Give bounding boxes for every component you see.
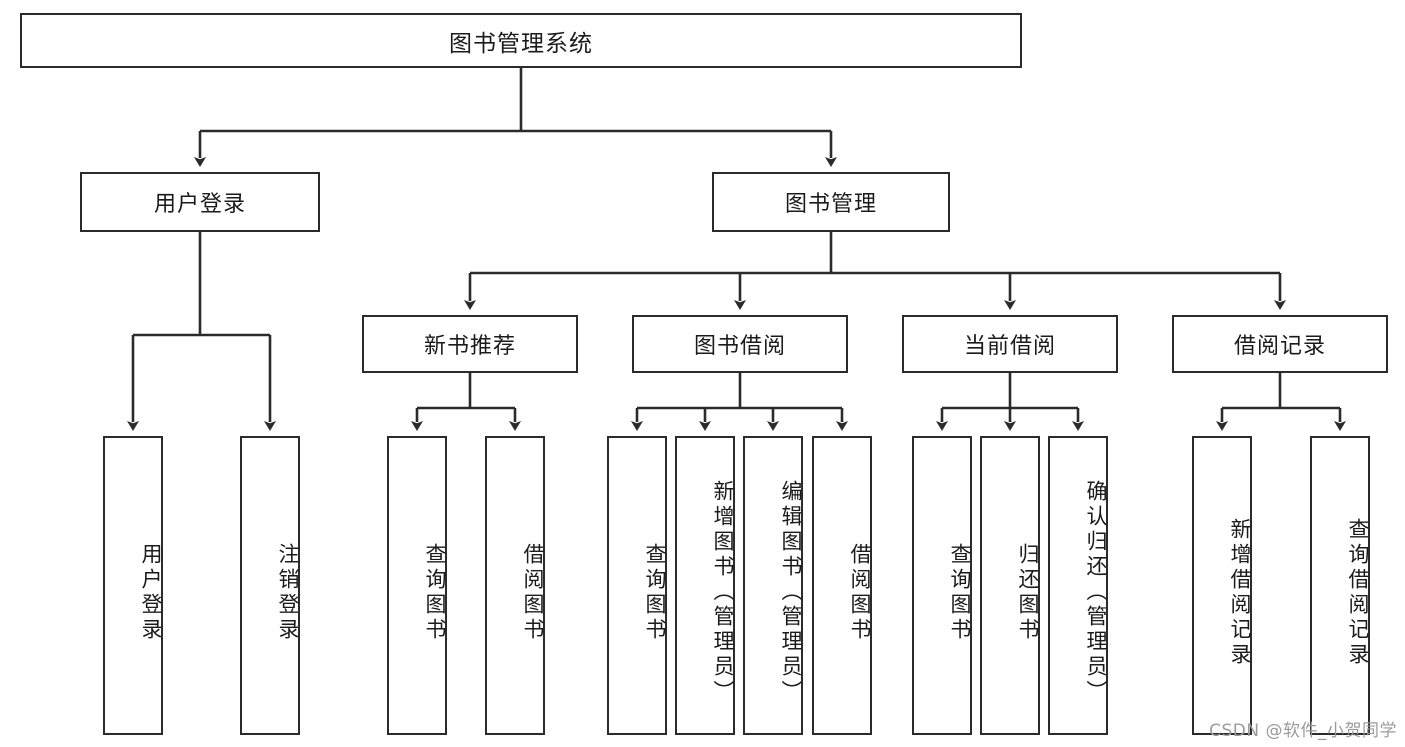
node-label: 查询图书 bbox=[948, 542, 972, 643]
leaf-book-borrow-add[interactable]: 新增图书（管理员） bbox=[675, 436, 735, 735]
node-label: 查询借阅记录 bbox=[1346, 517, 1370, 668]
node-label: 编辑图书（管理员） bbox=[779, 480, 803, 705]
leaf-current-borrow-return[interactable]: 归还图书 bbox=[980, 436, 1040, 735]
leaf-book-borrow-query[interactable]: 查询图书 bbox=[607, 436, 667, 735]
node-label: 图书管理 bbox=[784, 192, 877, 217]
leaf-new-book-query[interactable]: 查询图书 bbox=[387, 436, 447, 735]
node-label: 查询图书 bbox=[643, 542, 667, 643]
node-label: 用户登录 bbox=[139, 542, 163, 643]
node-label: 借阅图书 bbox=[848, 542, 872, 643]
node-borrow-record[interactable]: 借阅记录 bbox=[1172, 315, 1388, 373]
node-label: 注销登录 bbox=[276, 542, 300, 643]
node-label: 当前借阅 bbox=[963, 334, 1056, 359]
node-current-borrow[interactable]: 当前借阅 bbox=[902, 315, 1118, 373]
node-label: 新增借阅记录 bbox=[1228, 517, 1252, 668]
leaf-book-borrow-borrow[interactable]: 借阅图书 bbox=[812, 436, 872, 735]
node-label: 新增图书（管理员） bbox=[711, 480, 735, 705]
node-label: 用户登录 bbox=[153, 192, 246, 217]
leaf-user-login-signin[interactable]: 用户登录 bbox=[103, 436, 163, 735]
node-label: 图书借阅 bbox=[693, 334, 786, 359]
node-label: 借阅图书 bbox=[521, 542, 545, 643]
leaf-current-borrow-query[interactable]: 查询图书 bbox=[912, 436, 972, 735]
node-label: 归还图书 bbox=[1016, 542, 1040, 643]
leaf-book-borrow-edit[interactable]: 编辑图书（管理员） bbox=[743, 436, 803, 735]
leaf-current-borrow-confirm-return[interactable]: 确认归还（管理员） bbox=[1048, 436, 1108, 735]
node-label: 图书管理系统 bbox=[449, 30, 593, 57]
node-new-book-recommend[interactable]: 新书推荐 bbox=[362, 315, 578, 373]
node-label: 确认归还（管理员） bbox=[1084, 480, 1108, 705]
node-label: 查询图书 bbox=[423, 542, 447, 643]
leaf-user-login-signout[interactable]: 注销登录 bbox=[240, 436, 300, 735]
node-label: 新书推荐 bbox=[423, 334, 516, 359]
node-user-login[interactable]: 用户登录 bbox=[80, 172, 320, 232]
node-label: 借阅记录 bbox=[1233, 334, 1326, 359]
node-book-borrow[interactable]: 图书借阅 bbox=[632, 315, 848, 373]
leaf-borrow-record-query[interactable]: 查询借阅记录 bbox=[1310, 436, 1370, 735]
node-book-management[interactable]: 图书管理 bbox=[712, 172, 950, 232]
watermark-text: CSDN @软件_小贺同学 bbox=[1209, 721, 1397, 741]
node-root-system[interactable]: 图书管理系统 bbox=[20, 13, 1022, 68]
leaf-new-book-borrow[interactable]: 借阅图书 bbox=[485, 436, 545, 735]
leaf-borrow-record-add[interactable]: 新增借阅记录 bbox=[1192, 436, 1252, 735]
